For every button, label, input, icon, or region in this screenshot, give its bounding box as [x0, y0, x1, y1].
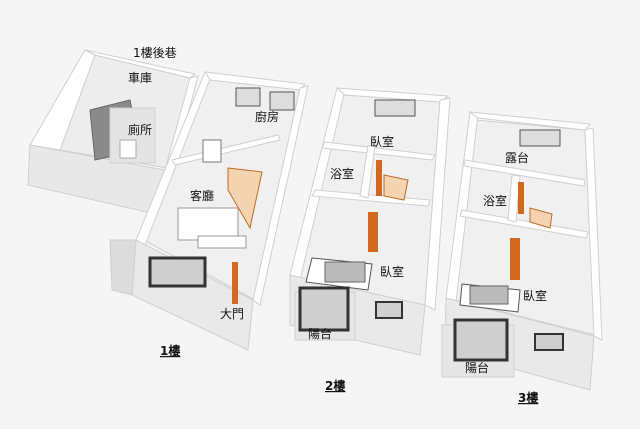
label-living-room: 客廳 — [190, 188, 214, 203]
floor-1-block — [27, 49, 309, 351]
balcony2-door — [298, 286, 350, 332]
label-terrace3: 露台 — [505, 150, 529, 165]
label-bathroom3: 浴室 — [483, 193, 507, 208]
label-bedroom2-bottom: 臥室 — [380, 264, 404, 279]
label-bathroom2: 浴室 — [330, 166, 354, 181]
bathroom3-door — [518, 182, 524, 214]
label-main-door: 大門 — [220, 307, 244, 321]
floor1-window-front — [148, 256, 207, 288]
floor-3-block — [441, 111, 603, 391]
label-bedroom3: 臥室 — [523, 288, 547, 303]
terrace3-window — [519, 129, 561, 147]
house2-partition-1 — [321, 141, 436, 161]
bed2-pattern — [324, 261, 366, 283]
kitchen-partition — [171, 134, 281, 166]
house2-wall-right — [424, 97, 451, 311]
bed3-pattern — [469, 285, 509, 305]
bathroom2-door — [376, 160, 382, 196]
kitchen-window-1 — [235, 87, 261, 107]
staircase-3 — [529, 207, 553, 229]
floor-2-block — [289, 87, 451, 356]
label-kitchen: 廚房 — [255, 109, 279, 124]
label-floor2: 2樓 — [325, 378, 345, 393]
staircase-1 — [227, 167, 263, 230]
label-balcony3: 陽台 — [465, 360, 489, 375]
bedroom3-door — [510, 238, 520, 280]
floor2-window-front — [375, 301, 403, 319]
label-bedroom2-top: 臥室 — [370, 134, 394, 149]
sofa-arm — [197, 235, 247, 249]
house3-wall-right — [584, 127, 603, 341]
bedroom2-top-window — [374, 99, 416, 117]
bedroom2-door — [368, 212, 378, 252]
staircase-2 — [383, 174, 409, 201]
house3-partition-3 — [507, 174, 521, 223]
house2-partition-3 — [359, 145, 376, 199]
label-garage: 車庫 — [128, 71, 152, 85]
label-floor3: 3樓 — [518, 390, 538, 405]
kitchen-window-2 — [269, 91, 295, 111]
stove — [202, 139, 222, 163]
label-toilet: 廁所 — [128, 122, 152, 137]
label-back-alley: 1樓後巷 — [133, 45, 177, 60]
house3-partition-1 — [463, 159, 586, 187]
toilet-room — [109, 107, 156, 164]
house1-extension — [109, 239, 137, 296]
main-door — [232, 262, 238, 304]
label-balcony2: 陽台 — [308, 326, 332, 341]
sofa — [177, 207, 239, 241]
balcony3-door — [453, 318, 509, 362]
house1-wall-right — [252, 85, 309, 306]
toilet-fixture — [119, 139, 137, 159]
floor3-window-front — [534, 333, 564, 351]
label-floor1: 1樓 — [160, 343, 180, 358]
